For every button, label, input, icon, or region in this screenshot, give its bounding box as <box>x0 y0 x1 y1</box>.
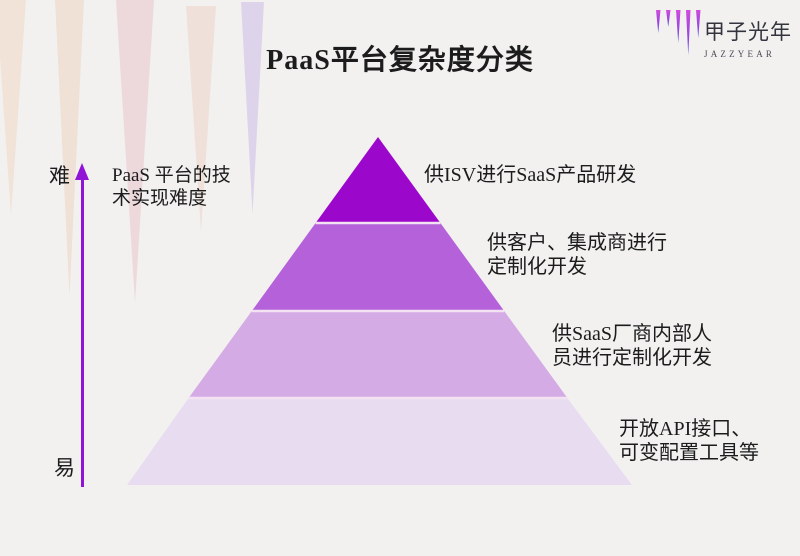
logo-text: 甲子光年 JAZZYEAR <box>704 16 796 59</box>
background-icicle-decoration <box>0 0 26 216</box>
pyramid-level-2 <box>251 223 505 311</box>
level-label-line: 定制化开发 <box>487 256 587 278</box>
level-label-line: 可变配置工具等 <box>619 442 759 464</box>
jazzyear-logo-mark-icon <box>656 10 706 58</box>
arrow-up-icon <box>75 163 89 180</box>
logo-name: 甲子光年 <box>704 20 792 44</box>
level-label-line: 员进行定制化开发 <box>552 347 712 369</box>
logo-icicle-icon <box>686 10 691 55</box>
level-label-line: 供SaaS厂商内部人 <box>552 323 712 345</box>
level-label-line: 供客户、集成商进行 <box>487 232 667 254</box>
pyramid-level-1 <box>315 137 441 223</box>
pyramid-level-3-label: 供SaaS厂商内部人 员进行定制化开发 <box>552 322 712 370</box>
level-label-line: 开放API接口、 <box>619 418 752 440</box>
pyramid-level-1-label: 供ISV进行SaaS产品研发 <box>424 163 636 187</box>
logo-icicle-icon <box>666 10 671 27</box>
logo-icicle-icon <box>656 10 661 33</box>
jazzyear-logo: 甲子光年 JAZZYEAR <box>652 8 798 64</box>
level-label-line: 供ISV进行SaaS产品研发 <box>424 164 637 186</box>
logo-subtitle: JAZZYEAR <box>704 49 776 59</box>
axis-bottom-label: 易 <box>54 456 75 480</box>
axis-top-label: 难 <box>49 164 70 188</box>
axis-caption-line: 术实现难度 <box>112 188 208 209</box>
axis-caption-line: PaaS 平台的技 <box>112 165 231 186</box>
axis-caption: PaaS 平台的技 术实现难度 <box>112 164 262 210</box>
pyramid-level-4 <box>127 398 632 485</box>
logo-icicle-icon <box>696 10 701 38</box>
pyramid-level-3 <box>188 311 568 398</box>
axis-arrow-line <box>80 178 84 487</box>
logo-icicle-icon <box>676 10 681 43</box>
pyramid-level-2-label: 供客户、集成商进行 定制化开发 <box>487 231 667 279</box>
pyramid-diagram <box>127 137 632 485</box>
page-title: PaaS平台复杂度分类 <box>266 45 534 76</box>
pyramid-level-4-label: 开放API接口、 可变配置工具等 <box>619 417 759 465</box>
